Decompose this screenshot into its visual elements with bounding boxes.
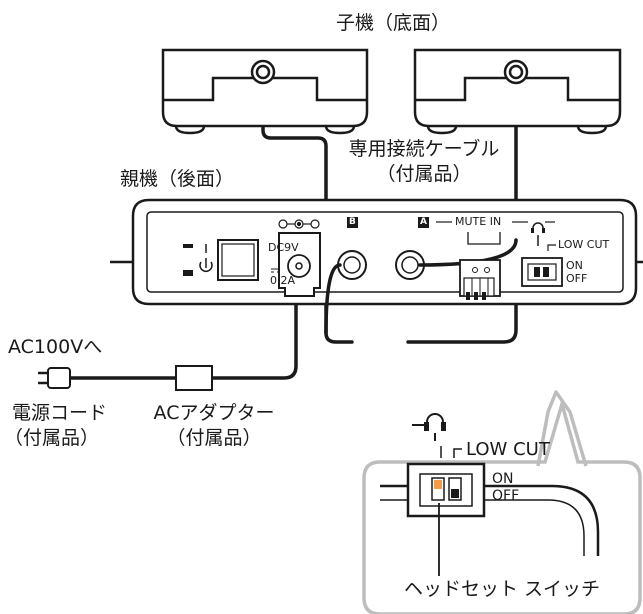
cable-b-end	[324, 263, 342, 335]
low-cut-label: LOW CUT	[558, 238, 610, 251]
ac-plug-icon	[38, 367, 71, 389]
dc-jack	[278, 232, 321, 297]
jack-b-label: B	[349, 217, 356, 227]
zoom-panel-outline	[380, 484, 600, 556]
cable-to-jack-a	[406, 98, 518, 344]
polarity-symbol	[278, 219, 320, 229]
mute-in-connector	[436, 221, 555, 300]
low-cut-bracket	[547, 244, 556, 251]
zoom-on-label: ON	[492, 471, 514, 487]
ac-power-label: AC100Vへ	[8, 336, 103, 358]
base-unit-rear	[110, 198, 643, 306]
mute-in-label: MUTE IN	[455, 215, 502, 228]
zoom-switch	[406, 462, 486, 518]
jack-b	[337, 217, 367, 280]
headset-switch-label: ヘッドセット スイッチ	[403, 578, 601, 600]
cable-to-jack-b	[261, 98, 354, 344]
headset-switch-panel	[521, 257, 563, 287]
base-unit-label: 親機（後面）	[120, 168, 235, 190]
dc-rating-top: DC9V	[268, 241, 299, 254]
power-cord-label-line2: （付属品）	[4, 427, 100, 449]
zoom-low-cut-label: LOW CUT	[466, 439, 550, 460]
power-cord-label-line1: 電源コード	[12, 402, 108, 424]
switch-on-label: ON	[566, 259, 583, 272]
subunit-left	[161, 48, 369, 135]
zoom-off-label: OFF	[492, 488, 520, 504]
zoom-low-cut-bracket	[440, 446, 462, 458]
dc-rating-bottom: 0.2A	[270, 274, 296, 287]
switch-off-label: OFF	[566, 272, 588, 285]
adapter-label-line1: ACアダプター	[153, 402, 275, 424]
adapter-label-line2: （付属品）	[166, 427, 262, 449]
callout-pointer	[536, 390, 588, 467]
subunit-right	[413, 48, 622, 135]
subunit-label: 子機（底面）	[335, 12, 451, 34]
headset-icon	[531, 222, 545, 246]
power-switch	[183, 239, 259, 281]
cable-label-line2: （付属品）	[376, 163, 472, 185]
cable-label-line1: 専用接続ケーブル	[348, 138, 500, 160]
jack-a-label: A	[420, 217, 427, 227]
callout-zoom	[362, 397, 642, 614]
zoom-headset-icon	[412, 413, 446, 441]
cable-a-end	[418, 238, 518, 267]
ac-adapter	[175, 365, 213, 391]
adapter-cable	[210, 278, 298, 380]
